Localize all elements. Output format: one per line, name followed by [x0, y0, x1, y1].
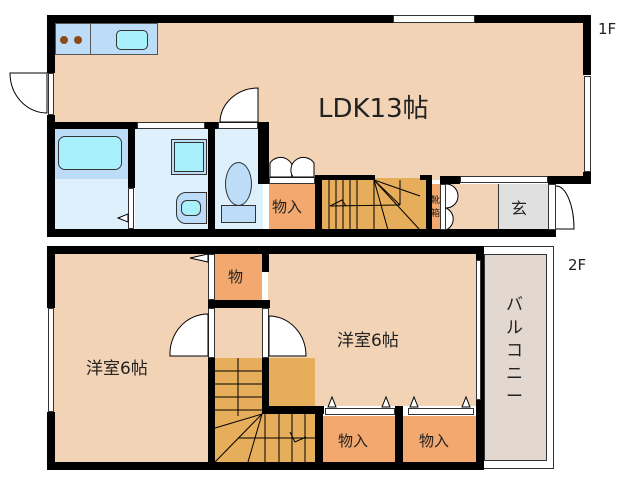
storage-1f [269, 184, 315, 230]
marker-icon [409, 395, 419, 408]
balcony-label: バ ル コ ニ ー [506, 294, 523, 409]
wall [47, 122, 137, 129]
door-entrance [548, 184, 556, 230]
storage-b [403, 416, 476, 462]
door-swing-icon [9, 72, 48, 114]
wall [440, 176, 460, 184]
sink-icon [116, 30, 148, 50]
wall [262, 358, 269, 414]
toilet-bowl-icon [225, 162, 252, 206]
wall [315, 175, 375, 180]
floor-label-1f: 1F [598, 20, 617, 38]
wall [228, 229, 556, 237]
western-room-right-label: 洋室6帖 [337, 331, 399, 351]
stove-burner-icon [74, 36, 82, 44]
basin-bowl [181, 200, 201, 216]
door-storage-small [208, 254, 215, 300]
balcony-char: ル [506, 318, 523, 338]
wall [47, 246, 55, 308]
toilet-tank-icon [221, 205, 256, 223]
wall [262, 254, 269, 272]
balcony-char: コ [506, 341, 523, 361]
door-swing-icon [268, 315, 307, 357]
western-room-left-label: 洋室6帖 [86, 359, 148, 379]
storage-a-label: 物入 [338, 432, 369, 450]
door-swing-icon [219, 87, 259, 123]
marker-icon [327, 395, 337, 408]
wall [47, 15, 591, 23]
door-swing-icon [169, 313, 209, 357]
storage-1f-door [269, 177, 315, 184]
window-left-2f [48, 308, 54, 412]
balcony-char: バ [506, 295, 523, 315]
wall [583, 15, 591, 75]
ldk-label: LDK13帖 [318, 94, 429, 124]
wall [47, 115, 55, 237]
sliding-door-hall [460, 176, 548, 183]
marker-icon [381, 395, 391, 408]
storage-small [215, 254, 262, 300]
wall [420, 175, 428, 180]
door-swing-icon [445, 207, 454, 231]
floor-label-2f: 2F [568, 256, 587, 274]
stairs-lines [214, 179, 421, 463]
storage-small-label: 物 [228, 268, 244, 286]
shoe-box-label-2: 箱 [431, 209, 441, 219]
balcony-floor [484, 254, 547, 461]
wall [315, 406, 323, 466]
wall [315, 175, 322, 233]
storage-b-label: 物入 [419, 432, 450, 450]
window-left-door [48, 73, 54, 115]
balcony-char: ー [506, 387, 523, 407]
bathtub-icon [58, 136, 122, 170]
door-swing-icon [555, 185, 575, 230]
door-swing-icon [290, 156, 315, 178]
counter-divider [90, 23, 91, 55]
wall [208, 300, 270, 308]
wall [548, 176, 588, 184]
western-room-left [54, 254, 210, 462]
marker-icon [116, 213, 129, 223]
wall [208, 358, 215, 466]
shoe-box-label-1: 靴 [431, 196, 441, 206]
wall [47, 462, 484, 470]
wall [395, 406, 403, 466]
wall [47, 412, 55, 470]
wall [47, 15, 55, 73]
wall [208, 122, 215, 232]
window-balcony [476, 260, 481, 400]
washing-machine-drum [174, 142, 204, 172]
entrance-label: 玄 [511, 199, 528, 218]
hallway-2f [215, 308, 262, 358]
door-swing-icon [269, 156, 294, 178]
window-top [393, 15, 475, 23]
sliding-door-wash [137, 122, 205, 129]
door-bath [128, 188, 134, 229]
wall [262, 406, 324, 414]
entrance [498, 184, 548, 230]
shoe-box [431, 184, 440, 229]
window-right [584, 76, 591, 172]
wall [128, 122, 135, 188]
wall [47, 246, 484, 254]
wall [258, 122, 269, 184]
hall-door-jamb [440, 184, 446, 230]
wall [47, 229, 235, 237]
door-swing-icon [445, 183, 459, 209]
closet-door-a [325, 408, 395, 415]
storage-a [323, 416, 395, 462]
stove-burner-icon [60, 36, 68, 44]
closet-door-b [408, 408, 474, 415]
marker-icon [461, 395, 471, 408]
balcony-char: ニ [506, 364, 523, 384]
wall [426, 175, 432, 233]
marker-icon [189, 253, 209, 263]
storage-1f-label: 物入 [272, 198, 303, 216]
